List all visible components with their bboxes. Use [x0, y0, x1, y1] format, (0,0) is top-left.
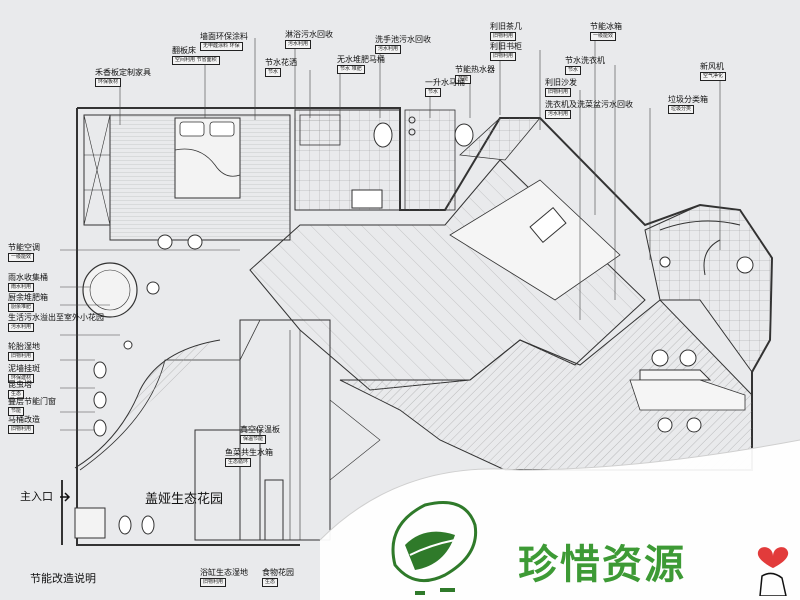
heart-hand-icon [757, 547, 789, 596]
kitchen-right [644, 204, 773, 373]
bedroom [83, 114, 291, 250]
callout-water-saving-washer-tag: 节水 [565, 66, 582, 75]
callout-food-garden-tag: 生态 [262, 578, 279, 587]
callout-rice-straw-tag: 环保板材 [95, 78, 122, 87]
callout-old-teatable-title: 利旧茶几 [490, 22, 522, 31]
kitchen-upper [404, 109, 541, 211]
callout-insect-tower-title: 昆虫塔 [8, 380, 32, 389]
callout-rice-straw-title: 禾香板定制家具 [95, 68, 151, 77]
callout-waterless-toilet-tag: 节水 堆肥 [337, 65, 365, 74]
callout-insect-tower-tag: 生态 [8, 390, 25, 399]
callout-sliding-window-tag: 节能 [8, 407, 25, 416]
callout-old-cabinet-tag: 旧物利用 [490, 52, 517, 61]
leaf-logo-icon [391, 501, 478, 595]
callout-shower-reuse-title: 淋浴污水回收 [285, 30, 333, 39]
sign-panel [320, 440, 800, 600]
callout-fresh-air-title: 新风机 [700, 62, 724, 71]
callout-sliding-window-title: 叠层节能门窗 [8, 397, 56, 406]
callout-fish-veg-tag: 生态循环 [225, 458, 252, 467]
callout-one-liter-toilet-title: 一升水马桶 [425, 78, 465, 87]
callout-waterless-toilet-title: 无水堆肥马桶 [337, 55, 385, 64]
callout-ac-tag: 一级能效 [8, 253, 35, 262]
callout-washer-reuse-tag: 污水利用 [545, 110, 572, 119]
garden-label: 盖娅生态花园 [145, 492, 224, 507]
callout-fresh-air-tag: 空气净化 [700, 72, 727, 81]
entrance-arrow-icon [60, 492, 71, 502]
caption-label: 节能改造说明 [30, 572, 96, 585]
callout-ac-title: 节能空调 [8, 243, 40, 252]
callout-bath-wetland-tag: 旧物利用 [200, 578, 227, 587]
left-garden [74, 262, 261, 539]
callout-folding-bed-title: 翻板床 [172, 46, 196, 55]
lower-floor [339, 299, 753, 471]
callout-composter-title: 厨余堆肥箱 [8, 293, 48, 302]
callout-washer-reuse-title: 洗衣机及洗菜盆污水回收 [545, 100, 633, 109]
callout-basin-reuse-tag: 污水利用 [375, 45, 402, 54]
callout-mud-brick-tag: 环保建材 [8, 374, 35, 383]
slogan-text: 珍惜资源 [518, 541, 686, 588]
callout-wall-paint-tag: 无甲醛涂料 环保 [200, 42, 243, 51]
callout-old-teatable-tag: 旧物利用 [490, 32, 517, 41]
callout-stair-garden-title: 马桶改造 [8, 415, 40, 424]
callout-composter-tag: 厨余堆肥 [8, 303, 35, 312]
callout-rain-barrel-title: 雨水收集桶 [8, 273, 48, 282]
callout-water-heater-title: 节能热水器 [455, 65, 495, 74]
main-entrance-label: 主入口 [20, 490, 53, 503]
callout-overflow-tag: 污水利用 [8, 323, 35, 332]
callout-vacuum-board-title: 真空保温板 [240, 425, 280, 434]
callout-overflow-title: 生活污水溢出至室外小花园 [8, 313, 104, 322]
callout-bath-wetland-title: 浴缸生态湿地 [200, 568, 248, 577]
callout-water-heater-tag: 节能 [455, 75, 472, 84]
callout-folding-bed-tag: 空间利用 节省面积 [172, 56, 220, 65]
callout-old-sofa-title: 利旧沙发 [545, 78, 577, 87]
callout-tyre-pond-title: 轮胎湿地 [8, 342, 40, 351]
central-rooms [194, 319, 381, 541]
callout-water-faucet-title: 节水花洒 [265, 58, 297, 67]
callout-wall-paint-title: 墙面环保涂料 [200, 32, 248, 41]
callout-fish-veg-title: 鱼菜共生水箱 [225, 448, 273, 457]
callout-waste-sorting-tag: 垃圾分类 [668, 105, 695, 114]
callout-shower-reuse-tag: 污水利用 [285, 40, 312, 49]
callout-tyre-pond-tag: 旧物利用 [8, 352, 35, 361]
callout-one-liter-toilet-tag: 节水 [425, 88, 442, 97]
callout-waste-sorting-title: 垃圾分类箱 [668, 95, 708, 104]
callout-food-garden-title: 食物花园 [262, 568, 294, 577]
callout-water-saving-washer-title: 节水洗衣机 [565, 56, 605, 65]
callout-basin-reuse-title: 洗手池污水回收 [375, 35, 431, 44]
callout-rain-barrel-tag: 雨水利用 [8, 283, 35, 292]
callout-water-faucet-tag: 节水 [265, 68, 282, 77]
callout-fridge-tag: 一级能效 [590, 32, 617, 41]
callout-stair-garden-tag: 旧物利用 [8, 425, 35, 434]
living-room [249, 159, 646, 391]
callout-vacuum-board-tag: 保温节能 [240, 435, 267, 444]
callout-fridge-title: 节能冰箱 [590, 22, 622, 31]
bathroom [294, 109, 401, 211]
callout-old-cabinet-title: 利旧书柜 [490, 42, 522, 51]
leader-lines [60, 34, 721, 431]
callout-mud-brick-title: 泥墙挂斑 [8, 364, 40, 373]
callout-old-sofa-tag: 旧物利用 [545, 88, 572, 97]
